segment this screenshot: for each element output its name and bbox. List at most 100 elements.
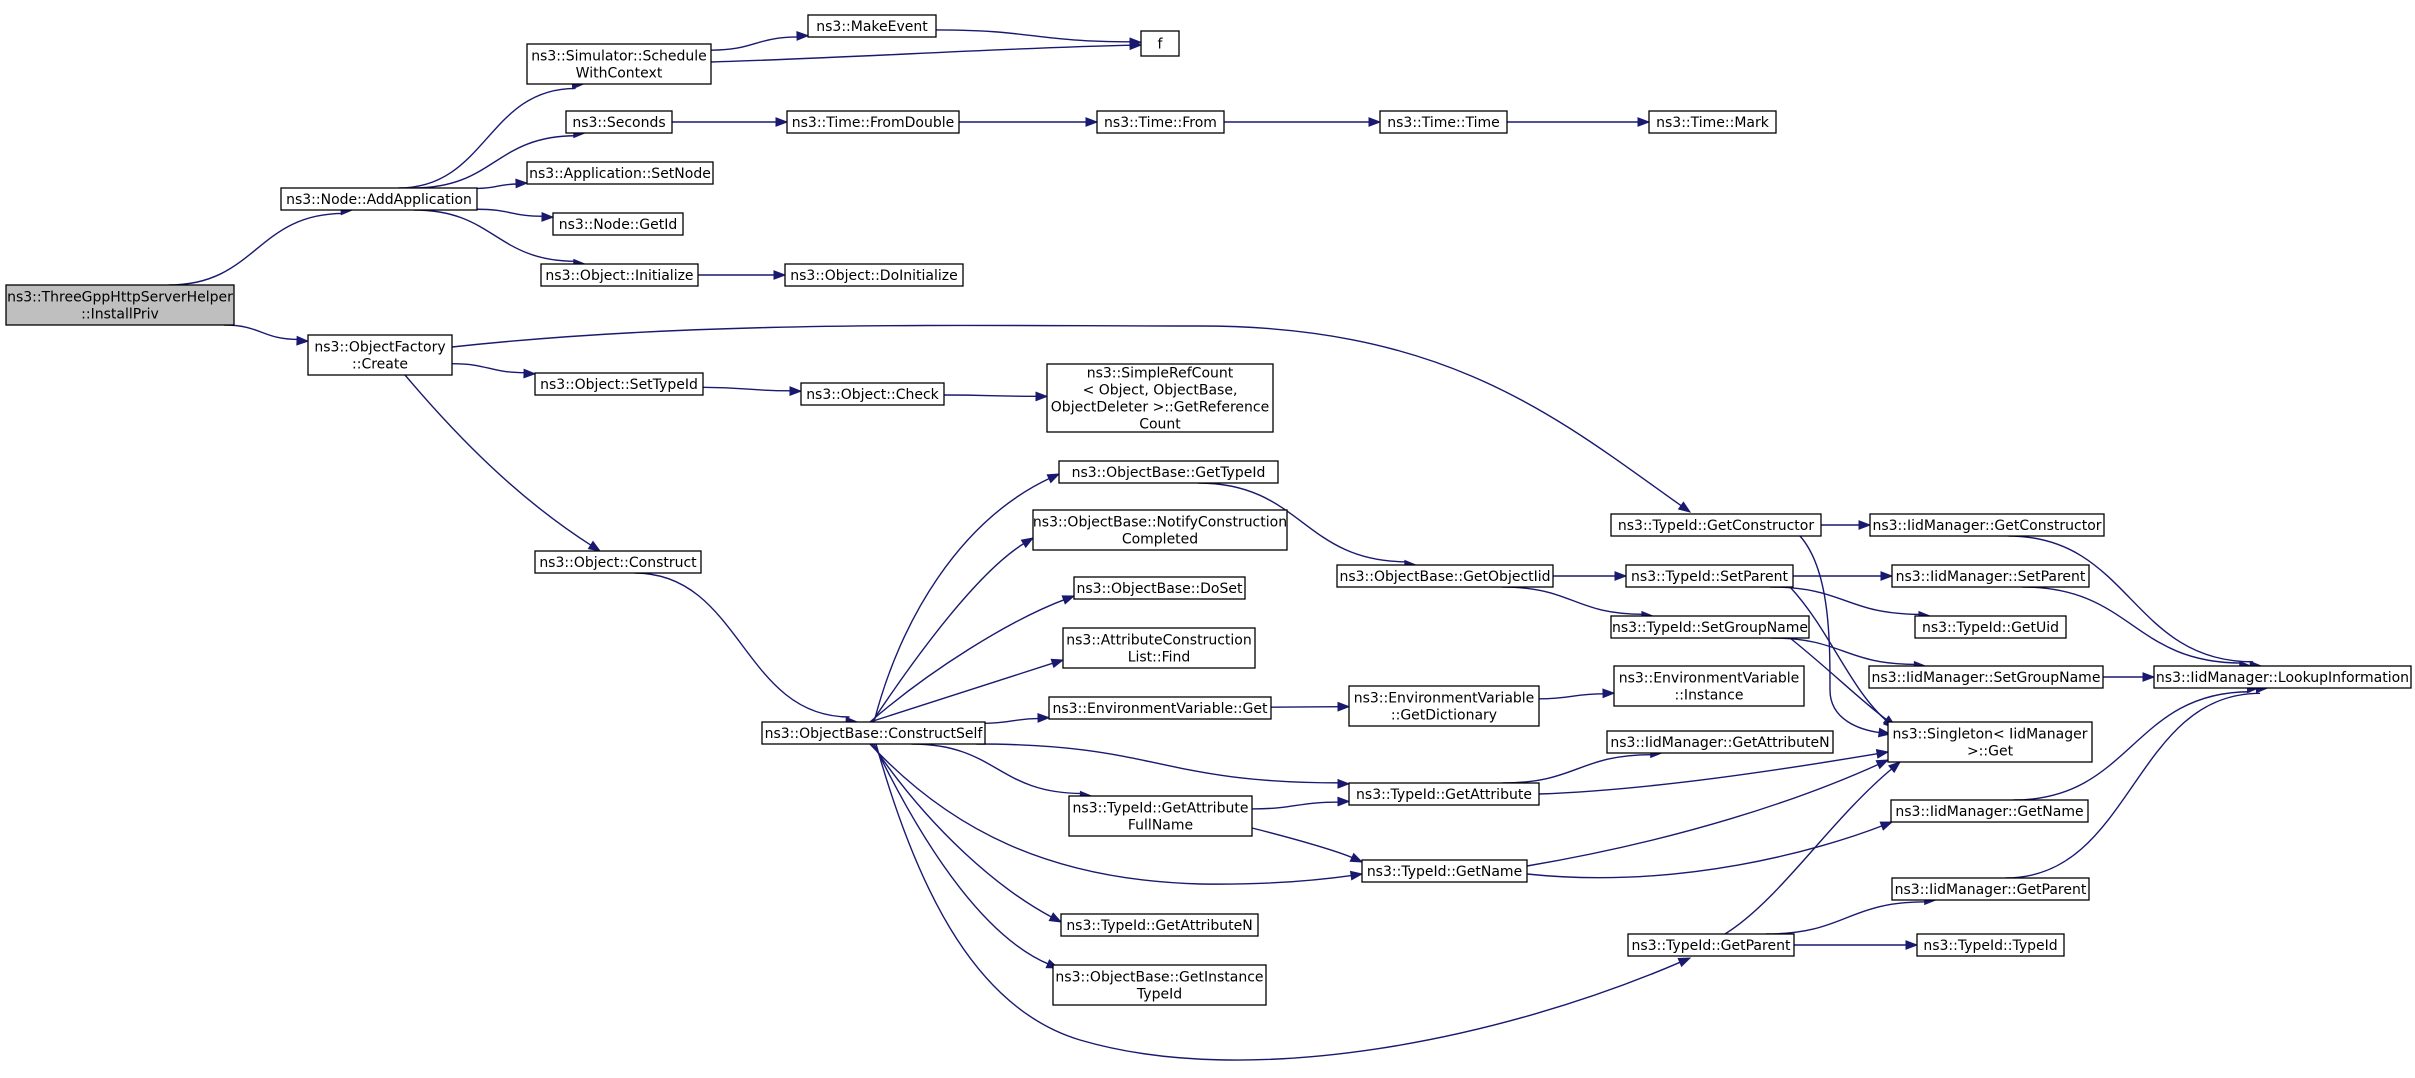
node-label: ns3::TypeId::SetGroupName — [1612, 620, 1808, 636]
edge-arrowhead — [1349, 852, 1364, 863]
node-fromdouble[interactable]: ns3::Time::FromDouble — [786, 110, 960, 134]
node-time-from[interactable]: ns3::Time::From — [1096, 110, 1225, 134]
node-label: ns3::SimpleRefCount — [1087, 365, 1234, 381]
edge-line — [451, 363, 527, 374]
node-envvar-get[interactable]: ns3::EnvironmentVariable::Get — [1048, 696, 1272, 720]
edge-objectfactory_create-to-obj_settypeid — [451, 363, 537, 379]
edge-tid_setparent-to-singleton_get — [1789, 586, 1897, 729]
edge-tid_getparent-to-singleton_get — [1724, 761, 1902, 935]
node-ob-notify[interactable]: ns3::ObjectBase::NotifyConstructionCompl… — [1032, 509, 1288, 551]
node-box — [1887, 721, 2093, 763]
edge-arrowhead — [1879, 821, 1894, 831]
node-iid-getconstructor[interactable]: ns3::IidManager::GetConstructor — [1869, 513, 2105, 537]
node-envvar-instance[interactable]: ns3::EnvironmentVariable::Instance — [1613, 665, 1805, 707]
node-ob-getobjectiid[interactable]: ns3::ObjectBase::GetObjectIid — [1336, 564, 1554, 588]
node-envvar-getdict[interactable]: ns3::EnvironmentVariable::GetDictionary — [1348, 685, 1540, 727]
node-tid-getparent[interactable]: ns3::TypeId::GetParent — [1627, 933, 1795, 957]
node-tid-setparent[interactable]: ns3::TypeId::SetParent — [1625, 564, 1794, 588]
node-tid-setgroupname[interactable]: ns3::TypeId::SetGroupName — [1610, 615, 1810, 639]
node-iid-getparent[interactable]: ns3::IidManager::GetParent — [1891, 877, 2090, 901]
edge-line — [871, 743, 1054, 919]
node-installpriv[interactable]: ns3::ThreeGppHttpServerHelper::InstallPr… — [5, 284, 235, 326]
edge-arrowhead — [789, 386, 803, 397]
node-label: ns3::ThreeGppHttpServerHelper — [7, 289, 233, 305]
edge-envvar_get-to-envvar_getdict — [1270, 701, 1351, 712]
node-label: ns3::Time::From — [1104, 115, 1217, 131]
node-tid-getconstructor[interactable]: ns3::TypeId::GetConstructor — [1610, 513, 1822, 537]
edge-arrowhead — [775, 117, 789, 127]
edge-constructself-to-ob_doset — [869, 595, 1076, 723]
edge-constructself-to-tid_getattribute — [976, 743, 1351, 789]
node-seconds[interactable]: ns3::Seconds — [565, 110, 673, 134]
node-makeevent[interactable]: ns3::MakeEvent — [807, 14, 937, 38]
edge-schedulewithcontext-to-makeevent — [710, 30, 810, 51]
node-ob-gettypeid[interactable]: ns3::ObjectBase::GetTypeId — [1058, 460, 1279, 484]
node-box — [784, 263, 964, 287]
node-box — [526, 161, 714, 185]
edge-arrowhead — [1637, 117, 1651, 127]
node-node-getid[interactable]: ns3::Node::GetId — [552, 212, 684, 236]
node-box — [1625, 564, 1794, 588]
edge-arrowhead — [515, 178, 529, 189]
node-obj-settypeid[interactable]: ns3::Object::SetTypeId — [534, 372, 704, 396]
edge-arrowhead — [1337, 778, 1351, 789]
node-ob-doset[interactable]: ns3::ObjectBase::DoSet — [1073, 576, 1246, 600]
node-obj-doinitialize[interactable]: ns3::Object::DoInitialize — [784, 263, 964, 287]
node-label: ns3::IidManager::SetGroupName — [1872, 670, 2101, 686]
edge-constructself-to-tid_getparent — [875, 743, 1692, 1061]
node-box — [1610, 615, 1810, 639]
node-label: ns3::ObjectFactory — [314, 339, 445, 355]
node-label: ns3::ObjectBase::NotifyConstruction — [1033, 514, 1287, 530]
edge-time_time-to-time_mark — [1507, 117, 1651, 127]
node-tid-getattribute[interactable]: ns3::TypeId::GetAttribute — [1348, 782, 1540, 806]
edge-objectfactory_create-to-tid_getconstructor — [451, 324, 1692, 513]
edge-line — [413, 135, 577, 189]
edge-arrowhead — [1050, 658, 1065, 669]
node-tid-getattributen[interactable]: ns3::TypeId::GetAttributeN — [1060, 913, 1259, 937]
node-objectfactory-create[interactable]: ns3::ObjectFactory::Create — [307, 334, 453, 376]
node-time-mark[interactable]: ns3::Time::Mark — [1648, 110, 1777, 134]
node-label: >::Get — [1967, 743, 2014, 759]
edge-line — [935, 29, 1133, 43]
node-box — [1610, 513, 1822, 537]
node-iid-setparent[interactable]: ns3::IidManager::SetParent — [1891, 564, 2090, 588]
node-label: ns3::Time::FromDouble — [792, 115, 955, 131]
edge-addapplication-to-node_getid — [476, 208, 555, 222]
node-tid-getname[interactable]: ns3::TypeId::GetName — [1361, 859, 1528, 883]
node-singleton-get[interactable]: ns3::Singleton< IidManager>::Get — [1887, 721, 2093, 763]
node-box — [1058, 460, 1279, 484]
node-box — [807, 14, 937, 38]
node-box — [1869, 513, 2105, 537]
node-label: ns3::TypeId::GetAttributeN — [1066, 918, 1252, 934]
node-tid-typeid[interactable]: ns3::TypeId::TypeId — [1916, 933, 2065, 957]
node-box — [761, 721, 986, 745]
node-addapplication[interactable]: ns3::Node::AddApplication — [280, 187, 478, 211]
node-simplerefcount[interactable]: ns3::SimpleRefCount< Object, ObjectBase,… — [1046, 363, 1274, 433]
edge-line — [634, 572, 850, 718]
node-label: ns3::TypeId::TypeId — [1923, 938, 2057, 954]
node-iid-getattributen[interactable]: ns3::IidManager::GetAttributeN — [1606, 730, 1834, 754]
node-obj-check[interactable]: ns3::Object::Check — [800, 382, 945, 406]
edge-line — [873, 477, 1052, 723]
edge-line — [1251, 801, 1341, 810]
node-constructself[interactable]: ns3::ObjectBase::ConstructSelf — [761, 721, 986, 745]
node-obj-initialize[interactable]: ns3::Object::Initialize — [540, 263, 699, 287]
node-app-setnode[interactable]: ns3::Application::SetNode — [526, 161, 714, 185]
node-time-time[interactable]: ns3::Time::Time — [1379, 110, 1508, 134]
node-tid-getuid[interactable]: ns3::TypeId::GetUid — [1914, 615, 2067, 639]
node-iid-setgroupname[interactable]: ns3::IidManager::SetGroupName — [1868, 665, 2104, 689]
edge-tid_getname-to-iid_getname — [1526, 821, 1894, 879]
node-f[interactable]: f — [1140, 30, 1180, 57]
edge-arrowhead — [1085, 117, 1099, 127]
edge-line — [1526, 824, 1884, 879]
node-iid-getname[interactable]: ns3::IidManager::GetName — [1890, 799, 2089, 823]
edge-installpriv-to-addapplication — [168, 205, 354, 286]
node-obj-construct[interactable]: ns3::Object::Construct — [534, 550, 702, 574]
edge-arrowhead — [1035, 391, 1049, 402]
node-iid-lookupinfo[interactable]: ns3::IidManager::LookupInformation — [2153, 665, 2412, 689]
node-box — [786, 110, 960, 134]
